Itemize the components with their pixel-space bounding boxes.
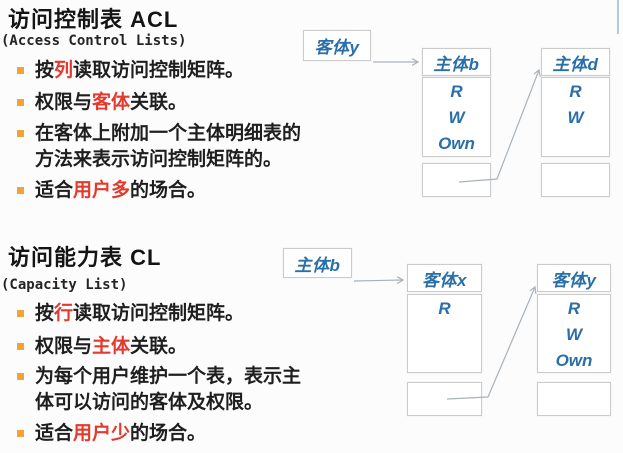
acl-pointer-box: 客体y [303,30,371,61]
bullet-text-segment: 的场合。 [130,423,207,444]
screen-edge-artifact [617,0,619,34]
perm-entry: W [567,108,584,127]
bullet-text-segment: 的场合。 [130,180,207,201]
bullet-square-icon [17,310,24,317]
cl-pointer-arrow [353,280,403,281]
acl-col1-perms-box: R W Own [422,77,491,157]
bullet-square-icon [17,67,24,74]
cl-col1-next-pointer-box [407,382,482,416]
cl-col1-perms-box: R [407,294,482,373]
acl-col1-header-label: 主体b [433,54,480,74]
bullet-text: 按行读取访问控制矩阵。 [35,301,313,327]
bullet-text-segment: 关联。 [130,336,188,357]
bullet-text-segment: 权限与 [35,92,93,113]
acl-bullet-4: 适合用户多的场合。 [17,178,317,204]
cl-section-title: 访问能力表 CL [8,245,162,270]
perm-entry: R [567,299,581,318]
bullet-square-icon [17,430,24,437]
bullet-text-highlight: 行 [54,303,74,324]
bullet-square-icon [17,130,24,137]
acl-bullet-2: 权限与客体关联。 [17,90,317,116]
perm-entry: R [450,82,463,101]
bullet-square-icon [17,373,24,380]
cl-bullet-2: 权限与主体关联。 [17,334,317,360]
bullet-text-segment: 按 [35,60,55,81]
bullet-text-segment: 按 [35,303,55,324]
bullet-text-highlight: 主体 [92,336,131,357]
cl-col2-header-label: 客体y [551,270,597,290]
cl-pointer-label: 主体b [294,255,341,275]
bullet-text-highlight: 用户多 [73,180,131,201]
perm-entry: R [438,299,451,318]
bullet-text: 在客体上附加一个主体明细表的方法来表示访问控制矩阵的。 [35,121,313,173]
acl-pointer-label: 客体y [314,38,360,57]
bullet-text-segment: 读取访问控制矩阵。 [73,303,245,324]
acl-col1-next-pointer-box [422,163,491,197]
cl-col2-header-box: 客体y [537,264,611,292]
bullet-text-segment: 适合 [35,180,74,201]
cl-bullet-1: 按行读取访问控制矩阵。 [17,301,317,327]
bullet-text: 权限与主体关联。 [35,334,313,360]
cl-bullet-3: 为每个用户维护一个表，表示主体可以访问的客体及权限。 [17,364,317,416]
bullet-text-highlight: 用户少 [73,423,131,444]
bullet-text-segment: 为每个用户维护一个表，表示主体可以访问的客体及权限。 [35,366,302,413]
cl-col2-next-pointer-box [537,382,611,416]
bullet-text: 为每个用户维护一个表，表示主体可以访问的客体及权限。 [35,364,313,416]
bullet-text-highlight: 列 [54,60,74,81]
acl-section-subtitle: (Access Control Lists) [1,33,187,49]
acl-bullet-3: 在客体上附加一个主体明细表的方法来表示访问控制矩阵的。 [17,121,317,173]
bullet-square-icon [17,343,24,350]
cl-bullet-4: 适合用户少的场合。 [17,421,317,447]
bullet-text: 适合用户多的场合。 [35,178,313,204]
perm-entry: W [565,325,583,344]
bullet-text-segment: 权限与 [35,336,93,357]
bullet-text-segment: 读取访问控制矩阵。 [73,60,245,81]
perm-entry: R [569,82,582,101]
acl-col2-perms-box: R W [541,77,610,157]
bullet-square-icon [17,99,24,106]
cl-col1-header-label: 客体x [422,270,467,290]
bullet-text: 适合用户少的场合。 [35,421,313,447]
cl-pointer-box: 主体b [283,248,352,278]
bullet-text-segment: 在客体上附加一个主体明细表的方法来表示访问控制矩阵的。 [35,123,302,170]
bullet-text-segment: 关联。 [130,92,188,113]
bullet-text: 权限与客体关联。 [35,90,313,116]
cl-col1-header-box: 客体x [407,264,482,292]
perm-entry: Own [555,351,593,370]
acl-col2-next-pointer-box [541,163,610,197]
bullet-text: 按列读取访问控制矩阵。 [35,58,313,84]
bullet-square-icon [17,187,24,194]
acl-col2-header-box: 主体d [541,48,610,76]
acl-section-title: 访问控制表 ACL [8,7,179,32]
acl-bullet-1: 按列读取访问控制矩阵。 [17,58,317,84]
perm-entry: W [448,108,465,127]
perm-entry: Own [438,134,475,153]
cl-col2-perms-box: R W Own [537,294,611,373]
bullet-text-highlight: 客体 [92,92,131,113]
acl-col2-header-label: 主体d [552,54,599,74]
acl-col1-header-box: 主体b [422,48,491,76]
cl-section-subtitle: (Capacity List) [1,277,128,293]
bullet-text-segment: 适合 [35,423,74,444]
